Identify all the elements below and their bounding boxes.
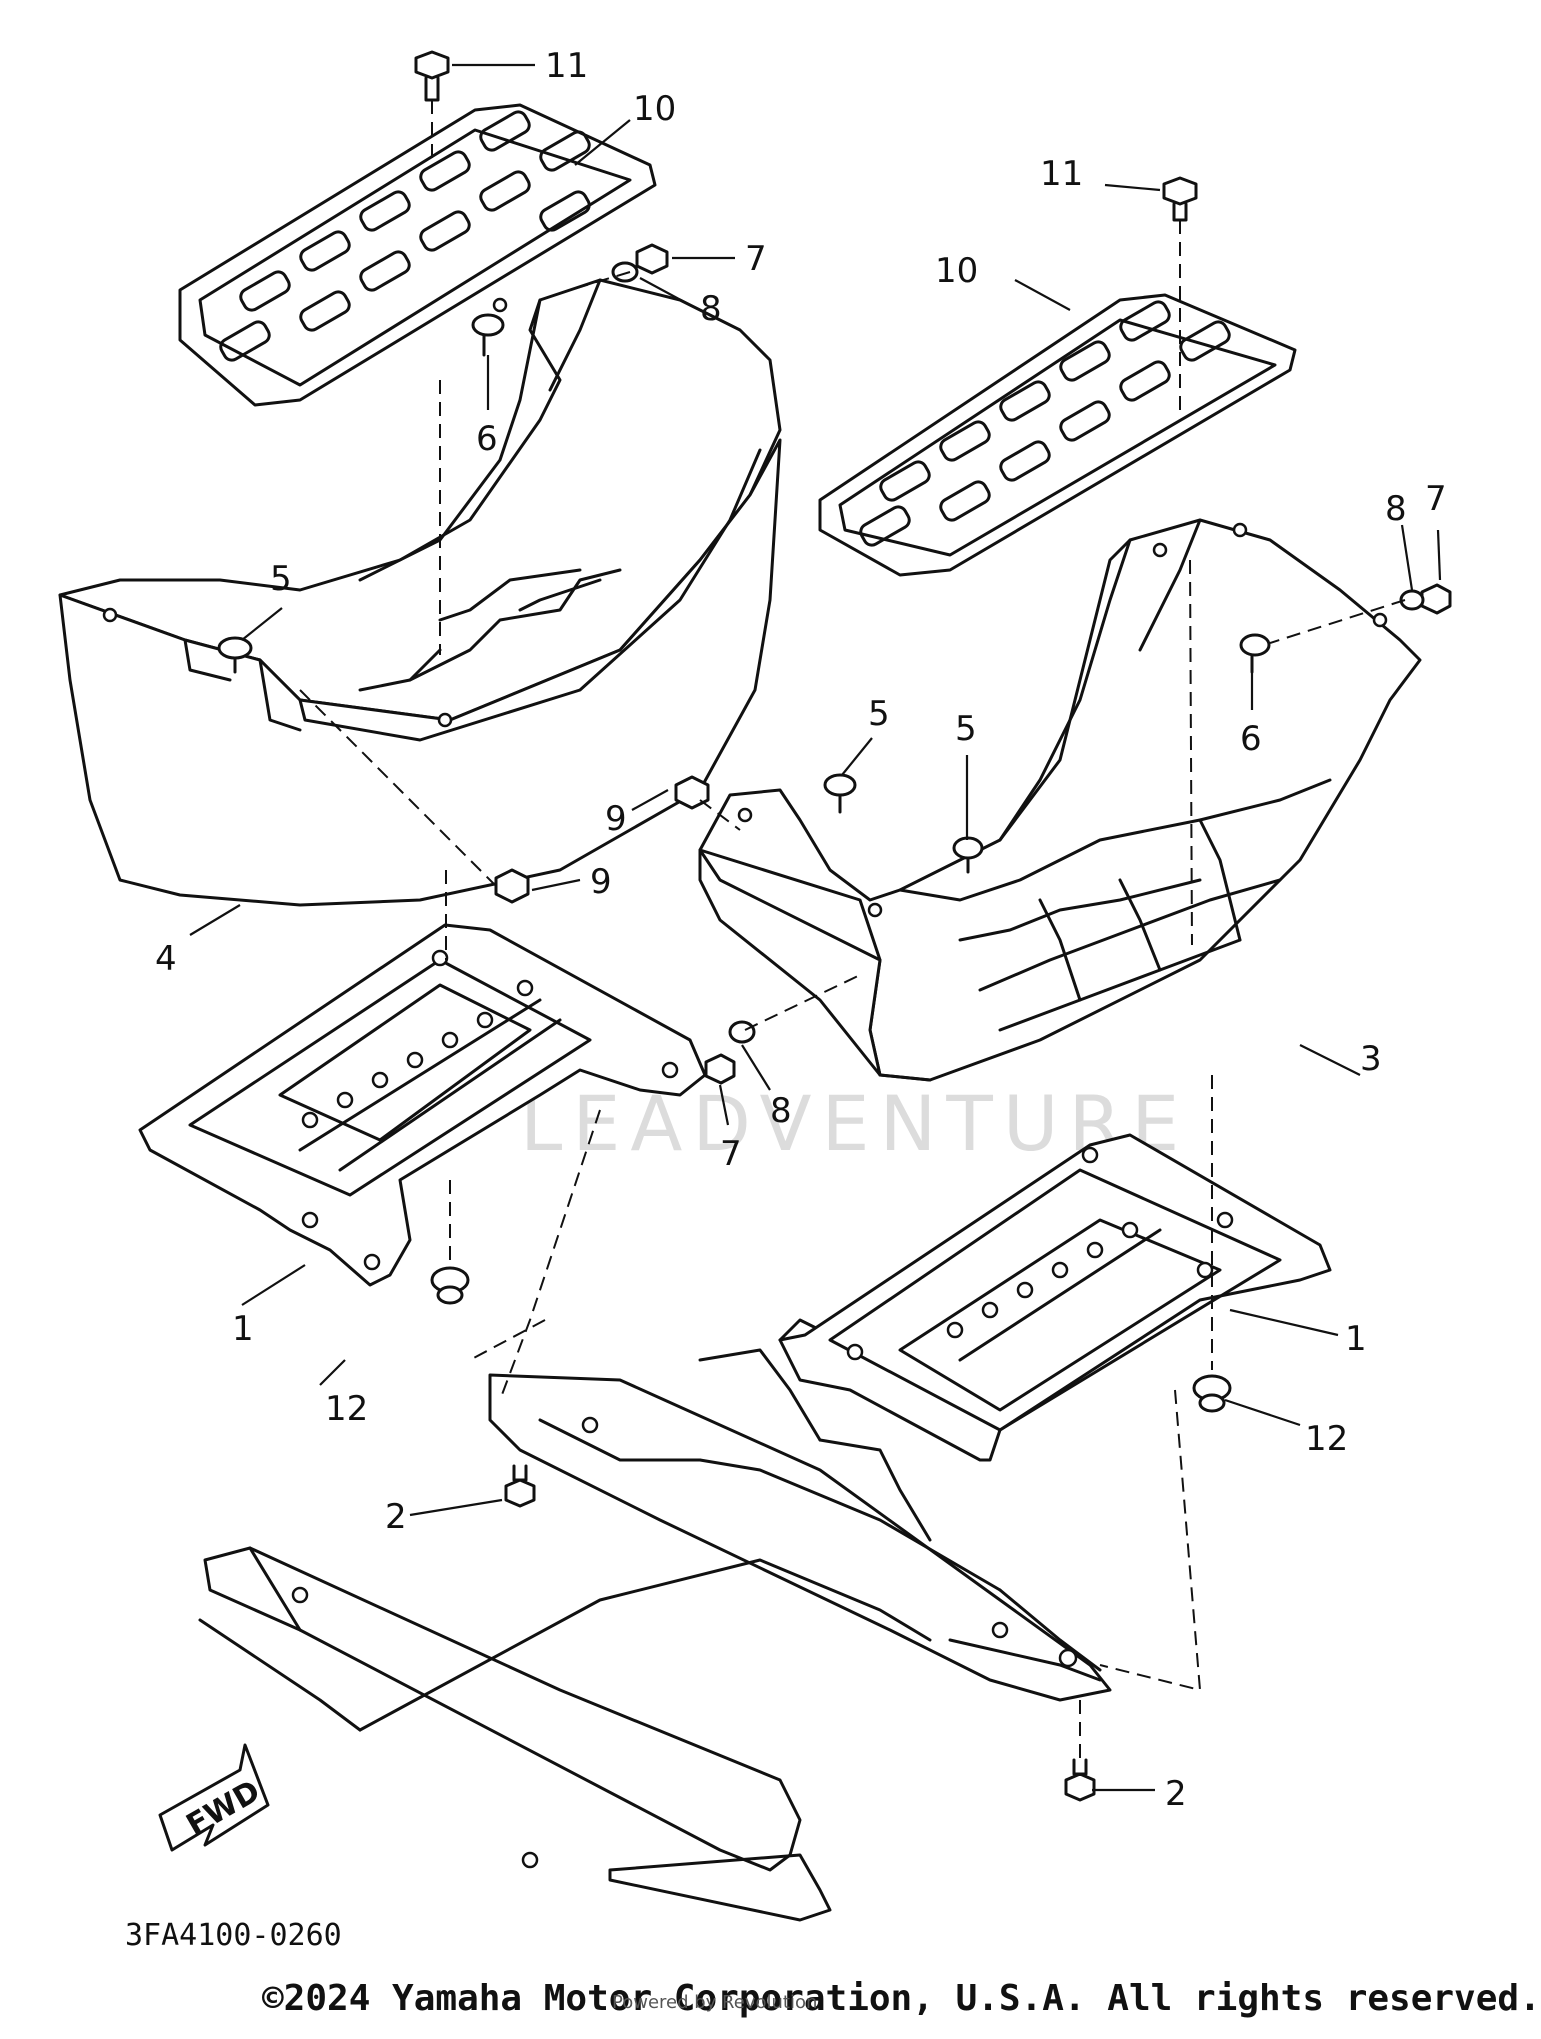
callout-8-mid: 8 — [770, 1091, 792, 1131]
callout-4: 4 — [155, 939, 177, 979]
callout-11-left: 11 — [545, 46, 588, 86]
left-screw-5 — [217, 636, 253, 674]
right-footrest-board — [818, 293, 1297, 577]
left-nut-7 — [635, 243, 669, 275]
forward-arrow-icon: FWD — [158, 1743, 270, 1852]
mid-screw-5 — [823, 773, 857, 814]
callout-9-left: 9 — [590, 862, 612, 902]
callout-12-right: 12 — [1305, 1419, 1348, 1459]
right-board-cleats — [859, 300, 1231, 547]
left-washer-8 — [611, 261, 639, 283]
left-footrest-bracket — [138, 923, 707, 1287]
callout-7-left: 7 — [745, 239, 767, 279]
powered-by-text: Powered by Revolution — [612, 1992, 818, 2013]
callout-8-right: 8 — [1385, 489, 1407, 529]
callout-6-right: 6 — [1240, 719, 1262, 759]
left-bolt-2 — [504, 1464, 536, 1508]
right-grommet-12 — [1192, 1374, 1232, 1413]
diagram-code: 3FA4100-0260 — [125, 1918, 342, 1953]
right-bolt-11 — [1162, 176, 1198, 222]
parts-diagram: LEADVENTURE — [58, 46, 1452, 1922]
left-footrest-board — [178, 103, 657, 407]
callout-3: 3 — [1360, 1039, 1382, 1079]
leader-lines — [189, 63, 1442, 1792]
left-board-cleats — [219, 110, 591, 362]
fasteners — [217, 50, 1452, 1802]
mid-nut-7 — [704, 1053, 736, 1085]
left-nut-9 — [494, 868, 530, 904]
callout-10-right: 10 — [935, 251, 978, 291]
right-screw-6 — [1239, 633, 1271, 674]
assembly-lines — [299, 100, 1406, 1760]
right-washer-8 — [1399, 589, 1425, 611]
watermark-text: LEADVENTURE — [520, 1079, 1189, 1168]
left-grommet-12 — [430, 1266, 470, 1305]
left-screw-6 — [471, 313, 505, 357]
callout-7-right: 7 — [1425, 479, 1447, 519]
frame-crossmember — [198, 1318, 1112, 1922]
callout-1-left: 1 — [232, 1309, 254, 1349]
callout-1-right: 1 — [1345, 1319, 1367, 1359]
callout-10-left: 10 — [633, 89, 676, 129]
left-footrest-guard — [58, 278, 782, 907]
right-bolt-2 — [1064, 1758, 1096, 1802]
callout-9-mid: 9 — [605, 799, 627, 839]
callout-6-left: 6 — [476, 419, 498, 459]
callout-8-left: 8 — [700, 289, 722, 329]
callout-2-left: 2 — [385, 1497, 407, 1537]
callout-12-left: 12 — [325, 1389, 368, 1429]
callout-5-right: 5 — [955, 709, 977, 749]
right-nut-7 — [1420, 583, 1452, 615]
callout-2-right: 2 — [1165, 1774, 1187, 1814]
mid-washer-8 — [728, 1020, 756, 1044]
copyright-notice: ©2024 Yamaha Motor Corporation, U.S.A. A… — [262, 1978, 1541, 2019]
callout-7-mid: 7 — [720, 1134, 742, 1174]
left-bolt-11 — [414, 50, 450, 102]
right-footrest-bracket — [778, 1133, 1332, 1462]
callout-5-left: 5 — [270, 559, 292, 599]
callout-5-mid: 5 — [868, 694, 890, 734]
right-footrest-guard — [698, 518, 1422, 1082]
callout-11-right: 11 — [1040, 154, 1083, 194]
callout-labels: 11 10 7 8 6 5 4 9 11 10 8 7 6 5 5 9 3 8 … — [155, 46, 1447, 1814]
